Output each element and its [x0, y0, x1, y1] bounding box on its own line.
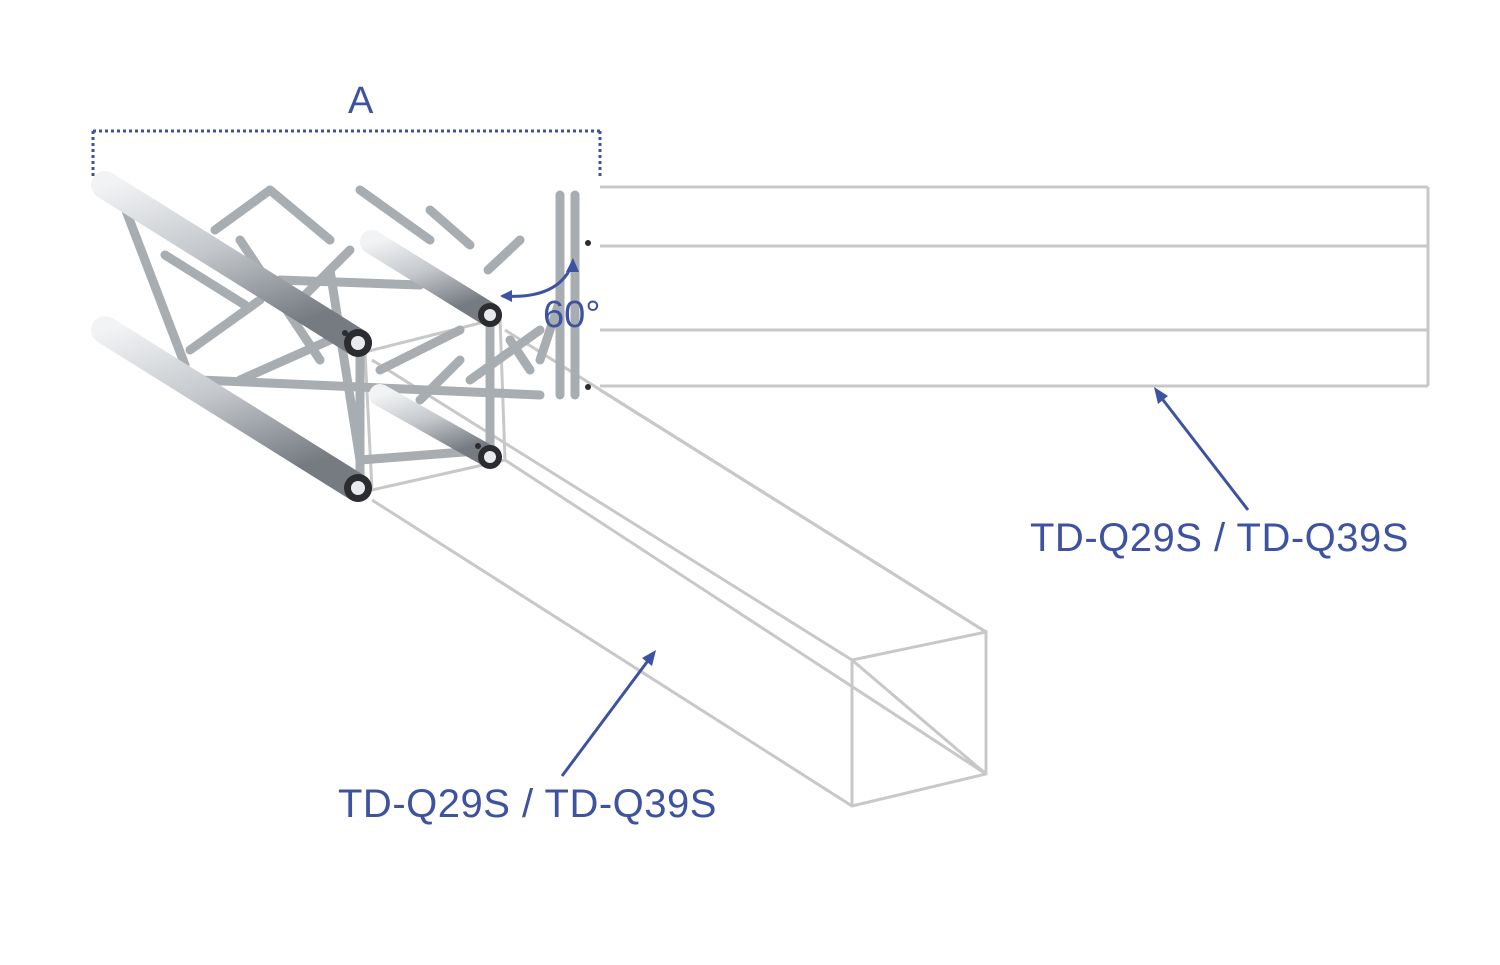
right-leader-arrow: [1154, 387, 1250, 511]
right-truss-extension-outline: [600, 185, 1430, 388]
dimension-a-marker: [91, 129, 602, 178]
dimension-a-label: A: [348, 80, 374, 122]
truss-corner-structure: [91, 171, 608, 502]
left-leader-arrow: [560, 650, 656, 777]
angle-label: 60°: [543, 294, 601, 336]
reference-label-left: TD-Q29S / TD-Q39S: [338, 782, 717, 826]
reference-label-right: TD-Q29S / TD-Q39S: [1030, 516, 1409, 560]
angle-arc: [500, 258, 579, 302]
